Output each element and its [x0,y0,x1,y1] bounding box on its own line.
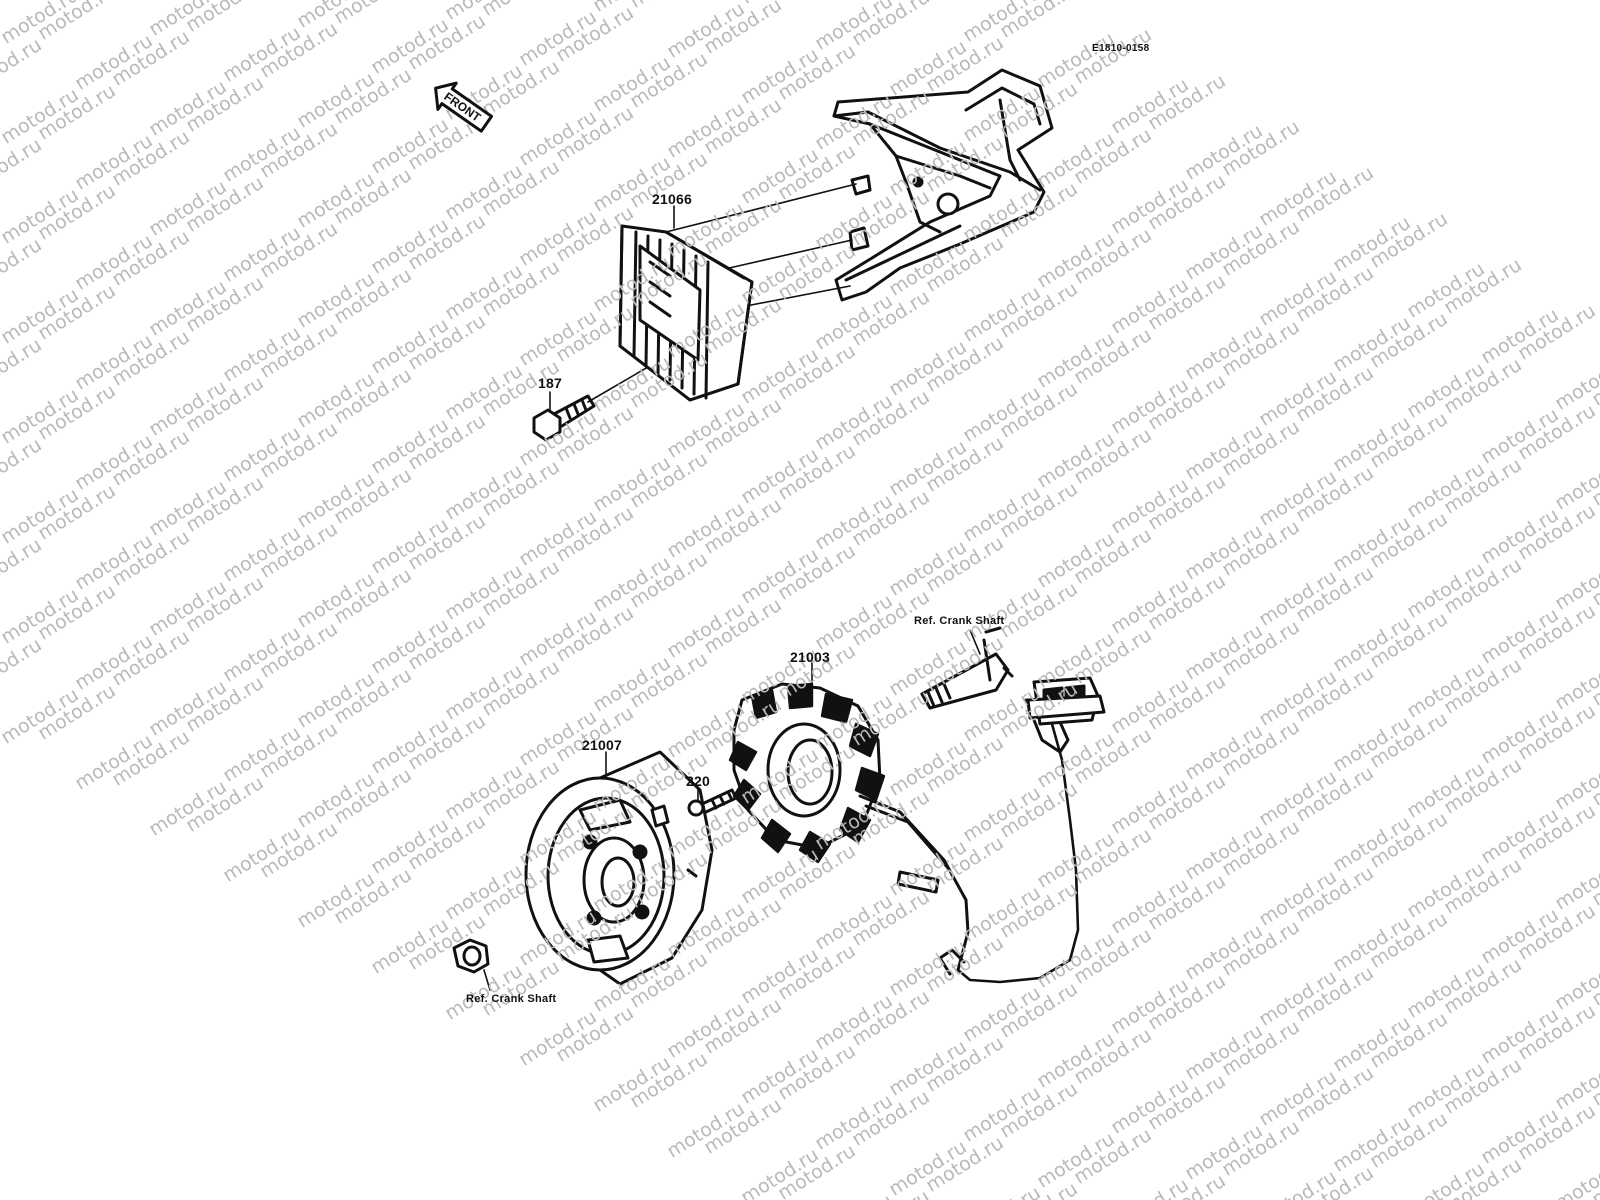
ref-crank-shaft-top: Ref. Crank Shaft [914,615,1005,627]
rotor-drawing [524,750,714,986]
mount-line-upper [665,183,857,233]
part-label-187: 187 [538,375,562,391]
part-label-220: 220 [686,773,710,789]
wire-harness-drawing [896,676,1106,984]
regulator-drawing [618,224,754,402]
bolt-187-drawing [532,394,596,442]
screw-220-drawing [687,788,738,817]
stator-drawing [728,682,970,972]
part-label-21066: 21066 [652,191,692,207]
front-arrow-icon: FRONT [422,71,499,142]
nut-drawing [452,938,490,974]
part-label-21007: 21007 [582,737,622,753]
ref-crank-shaft-bottom: Ref. Crank Shaft [466,993,557,1005]
frame-rail-drawing [832,68,1054,302]
mount-line-lower [745,285,851,307]
crank-shaft-tip-drawing [920,626,1014,710]
diagram-code: E1810-0158 [1092,43,1150,54]
leader-ref-crank-bottom [483,969,491,991]
part-label-21003: 21003 [790,649,830,665]
leader-ref-crank-top [969,629,981,655]
